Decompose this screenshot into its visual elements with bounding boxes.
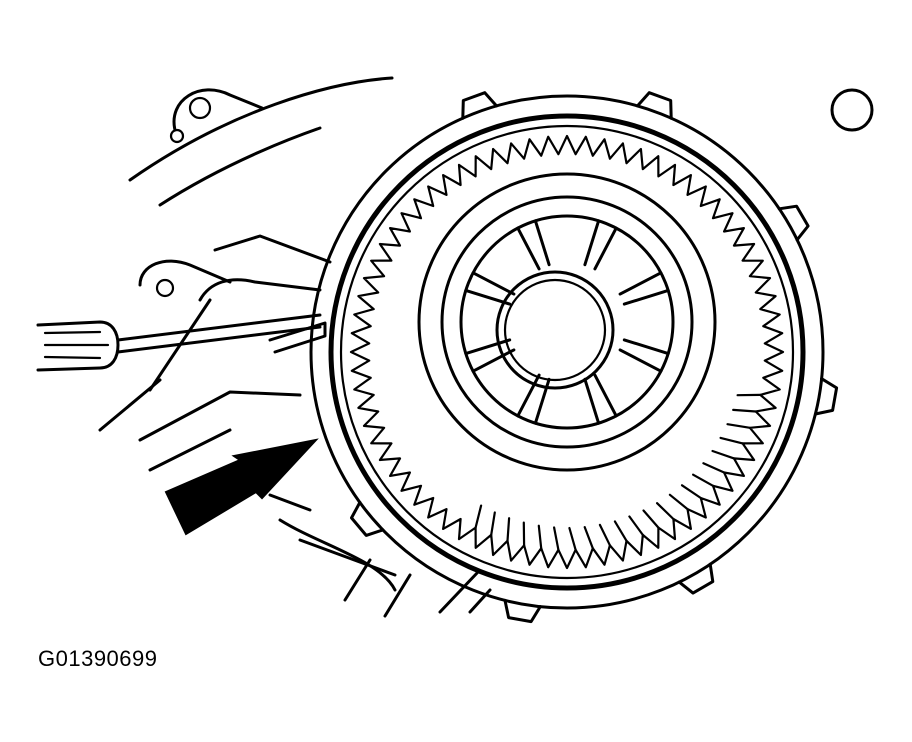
snap-ring-outer bbox=[328, 113, 806, 591]
carrier-spoke bbox=[471, 271, 516, 296]
helix-line bbox=[691, 473, 715, 487]
helix-line bbox=[583, 525, 594, 550]
helix-line bbox=[732, 408, 757, 413]
helix-line bbox=[506, 517, 511, 542]
retaining-ring-lug bbox=[503, 598, 542, 624]
figure-id-label: G01390699 bbox=[38, 646, 158, 671]
ring-gear bbox=[349, 134, 785, 570]
carrier-spoke bbox=[583, 219, 601, 267]
planet-carrier bbox=[417, 172, 717, 472]
center-hub-inner bbox=[503, 278, 607, 382]
center-hub bbox=[495, 270, 615, 390]
helix-line bbox=[490, 511, 496, 537]
carrier-spoke bbox=[622, 338, 670, 356]
helix-line bbox=[552, 526, 560, 551]
retaining-ring-lug bbox=[636, 91, 673, 120]
carrier-spoke bbox=[464, 338, 512, 356]
helix-line bbox=[711, 449, 736, 460]
retaining-ring bbox=[309, 91, 839, 624]
carrier-spoke bbox=[583, 377, 601, 425]
snap-ring-inner bbox=[339, 124, 795, 580]
helix-line bbox=[474, 504, 483, 529]
helix-line bbox=[680, 484, 702, 500]
helix-line bbox=[642, 509, 660, 529]
retaining-ring-lug bbox=[677, 562, 715, 595]
retaining-ring-lug bbox=[777, 204, 810, 242]
carrier-spoke bbox=[618, 348, 663, 373]
carrier-spoke bbox=[471, 348, 516, 373]
carrier-spoke bbox=[516, 373, 541, 418]
carrier-spoke bbox=[618, 271, 663, 296]
helix-line bbox=[628, 515, 644, 537]
helix-line bbox=[719, 436, 744, 445]
helix-line bbox=[655, 502, 675, 521]
retaining-ring-lug bbox=[813, 377, 839, 416]
carrier-spoke bbox=[593, 373, 618, 418]
retaining-ring-lug bbox=[461, 91, 498, 120]
reference-circle bbox=[830, 88, 874, 132]
carrier-spoke bbox=[464, 288, 512, 306]
retaining-ring-lug bbox=[350, 500, 385, 537]
helix-line bbox=[537, 524, 543, 550]
carrier-spoke bbox=[622, 288, 670, 306]
helix-line bbox=[702, 462, 726, 474]
screwdriver-icon bbox=[36, 313, 327, 372]
helix-line bbox=[598, 523, 612, 547]
carrier-spoke bbox=[533, 219, 551, 267]
arrow-icon bbox=[164, 438, 319, 536]
housing-outline bbox=[98, 76, 492, 618]
carrier-spoke bbox=[516, 226, 541, 271]
helix-line bbox=[568, 526, 577, 551]
helix-line bbox=[668, 493, 689, 511]
carrier-spoke bbox=[593, 226, 618, 271]
helix-line bbox=[613, 520, 628, 542]
ring-gear-helix bbox=[474, 393, 762, 551]
helix-line bbox=[726, 423, 752, 429]
